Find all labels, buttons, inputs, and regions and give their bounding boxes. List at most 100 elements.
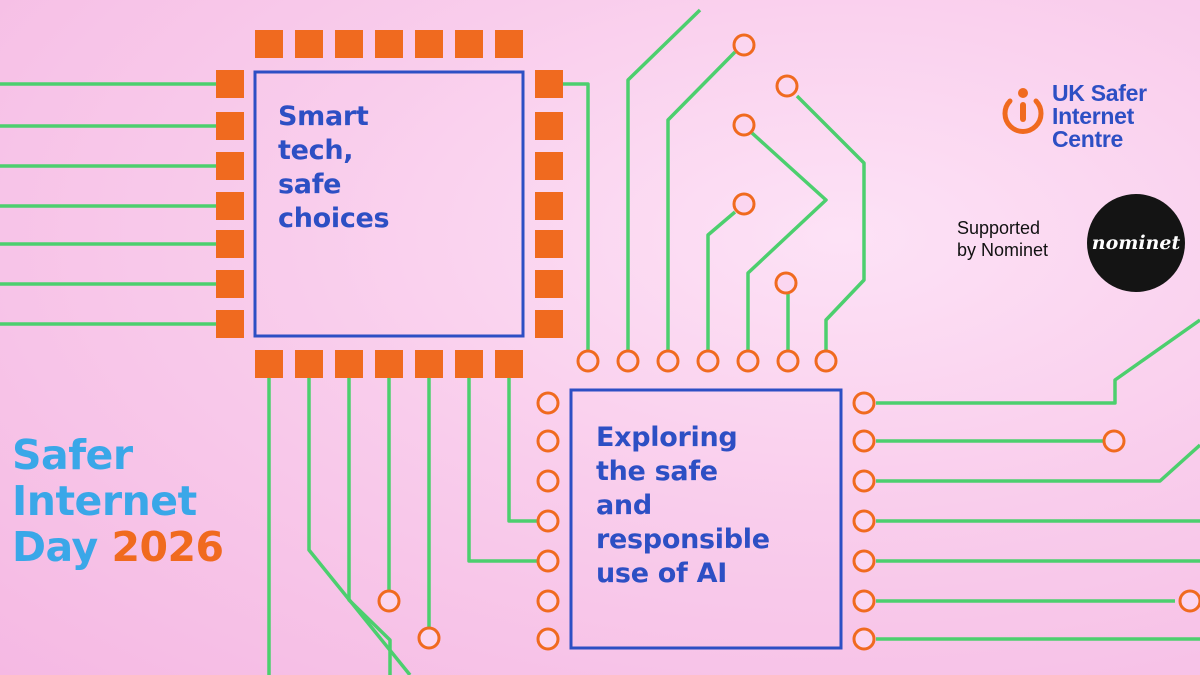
chip-pin	[415, 30, 443, 58]
circuit-pads	[216, 30, 1200, 651]
right-trace	[876, 318, 1200, 405]
circuit-pad	[852, 589, 876, 613]
circuit-pad	[775, 74, 799, 98]
chip-top-left-line: tech,	[278, 135, 354, 166]
chip-top-left-line: choices	[278, 203, 390, 234]
chip-bottom-right-line: the safe	[596, 456, 718, 487]
chip-bottom-right-line: Exploring	[596, 422, 738, 453]
circuit-pad	[536, 549, 560, 573]
uk-safer-internet-centre-logo: UK Safer Internet Centre	[1000, 82, 1190, 162]
uksic-line2: Internet	[1052, 103, 1134, 129]
chip-pin	[295, 350, 323, 378]
circuit-pad	[1178, 589, 1200, 613]
chip-pin	[535, 270, 563, 298]
bottom-trace	[467, 378, 538, 563]
circuit-pad	[377, 589, 401, 613]
power-person-icon	[1002, 88, 1044, 134]
chip-pin	[535, 112, 563, 140]
chip-pin	[375, 350, 403, 378]
chip-pin	[535, 310, 563, 338]
circuit-pad	[1102, 429, 1126, 453]
chip-pin	[335, 350, 363, 378]
chip-pin	[335, 30, 363, 58]
circuit-pad	[696, 349, 720, 373]
event-title-day: Day	[12, 523, 98, 571]
circuit-pad	[656, 349, 680, 373]
chip-pin	[535, 152, 563, 180]
circuit-pad	[852, 509, 876, 533]
chip-pin	[375, 30, 403, 58]
upper-trace	[666, 50, 737, 350]
circuit-pad	[536, 509, 560, 533]
chip-pin	[216, 152, 244, 180]
circuit-pad	[536, 627, 560, 651]
event-title: Safer Internet Day 2026	[12, 432, 224, 570]
circuit-pad	[417, 626, 441, 650]
circuit-pad	[852, 469, 876, 493]
chip-pin	[535, 70, 563, 98]
right-trace	[876, 443, 1200, 483]
uksic-wordmark: UK Safer Internet Centre	[1052, 82, 1147, 151]
chip-pin	[455, 30, 483, 58]
circuit-pad	[536, 589, 560, 613]
chip-pin	[255, 350, 283, 378]
upper-trace	[746, 131, 828, 350]
event-title-line1: Safer	[12, 431, 133, 479]
chip-bottom-right-line: and	[596, 490, 652, 521]
event-title-line2: Internet	[12, 477, 197, 525]
circuit-pad	[616, 349, 640, 373]
chip-pin	[415, 350, 443, 378]
chip-pin	[255, 30, 283, 58]
chip-pin	[495, 30, 523, 58]
circuit-traces	[0, 8, 1200, 675]
circuit-pad	[814, 349, 838, 373]
chip-bottom-right-line: use of AI	[596, 558, 727, 589]
chip-pin	[535, 230, 563, 258]
sponsor-line2: by Nominet	[957, 240, 1049, 260]
event-title-year: 2026	[111, 523, 224, 571]
circuit-pad	[776, 349, 800, 373]
upper-trace	[795, 94, 866, 350]
bottom-trace	[347, 378, 392, 675]
chip-top-left-outline	[253, 70, 525, 338]
circuit-pad	[576, 349, 600, 373]
circuit-pad	[852, 627, 876, 651]
uksic-line3: Centre	[1052, 126, 1124, 152]
chip-pin	[216, 310, 244, 338]
chip-bottom-right-outline	[569, 388, 843, 650]
chip-bottom-right-line: responsible	[596, 524, 770, 555]
chip-pin	[216, 70, 244, 98]
sponsor-credit: Supported by Nominet	[957, 217, 1087, 261]
circuit-pad	[536, 469, 560, 493]
chip-pin	[216, 230, 244, 258]
connector-trace	[563, 82, 590, 350]
circuit-pad	[852, 549, 876, 573]
chip-pin	[216, 112, 244, 140]
chip-pin	[295, 30, 323, 58]
circuit-pad	[736, 349, 760, 373]
bottom-trace	[507, 378, 538, 523]
event-title-line3: Day 2026	[12, 524, 224, 570]
upper-trace	[626, 8, 702, 350]
circuit-pad	[774, 271, 798, 295]
circuit-pad	[536, 391, 560, 415]
circuit-pad	[852, 429, 876, 453]
circuit-pad	[732, 113, 756, 137]
chip-top-left-line: Smart	[278, 101, 369, 132]
nominet-logo: nominet	[1087, 194, 1185, 292]
chip-pin	[216, 270, 244, 298]
circuit-pad	[852, 391, 876, 415]
chip-top-left-line: safe	[278, 169, 342, 200]
circuit-pad	[536, 429, 560, 453]
bottom-trace	[307, 378, 412, 675]
sponsor-line1: Supported	[957, 218, 1041, 238]
chip-pin	[495, 350, 523, 378]
circuit-pad	[732, 33, 756, 57]
chip-top-left-text: Smart tech, safe choices	[278, 100, 508, 236]
chip-bottom-right-text: Exploring the safe and responsible use o…	[596, 421, 831, 591]
chip-pin	[535, 192, 563, 220]
circuit-pad	[732, 192, 756, 216]
upper-trace	[706, 210, 737, 350]
